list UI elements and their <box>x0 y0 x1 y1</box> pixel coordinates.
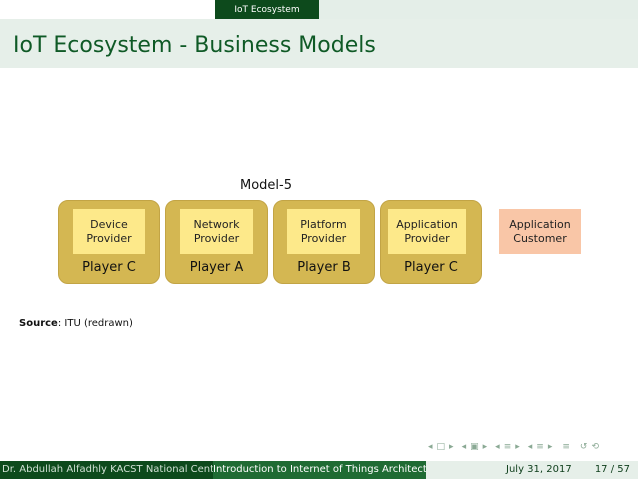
role-line1: Application <box>396 217 458 231</box>
role-line2: Provider <box>300 231 347 245</box>
role-line1: Platform <box>300 217 347 231</box>
nav-frame-prev-icon[interactable]: ◂ <box>428 442 433 452</box>
player-name: Player A <box>189 260 244 275</box>
role-line1: Network <box>193 217 240 231</box>
role-line2: Provider <box>86 231 132 245</box>
beamer-nav-controls: ◂ □ ▸ ◂ ▣ ▸ ◂ ≡ ▸ ◂ ≡ ▸ ≡ ↺ ⟲ <box>428 442 599 452</box>
footer-bar: Dr. Abdullah Alfadhly KACST National Cen… <box>0 461 638 479</box>
customer-line2: Customer <box>513 231 567 245</box>
role-box-application-provider: Application Provider <box>388 209 466 254</box>
nav-doc-icon[interactable]: ≡ <box>536 442 544 452</box>
title-bar: IoT Ecosystem - Business Models <box>0 19 638 68</box>
role-line2: Provider <box>193 231 240 245</box>
player-box-1: Device Provider Player C <box>58 200 160 284</box>
nav-frame-next-icon[interactable]: ▸ <box>449 442 454 452</box>
footer-date: July 31, 2017 <box>506 464 572 475</box>
source-label: Source <box>19 318 58 329</box>
nav-subsection-prev-icon[interactable]: ◂ <box>461 442 467 452</box>
player-box-2: Network Provider Player A <box>165 200 268 284</box>
player-name: Player B <box>297 260 351 275</box>
player-name: Player C <box>404 260 458 275</box>
application-customer-box: Application Customer <box>499 209 581 254</box>
source-text: : ITU (redrawn) <box>57 318 133 329</box>
role-box-device-provider: Device Provider <box>73 209 145 254</box>
player-box-4: Application Provider Player C <box>380 200 482 284</box>
player-name: Player C <box>82 260 136 275</box>
footer-page-number: 17 / 57 <box>594 464 630 475</box>
customer-line1: Application <box>509 217 571 231</box>
role-line1: Device <box>90 217 128 231</box>
role-box-network-provider: Network Provider <box>180 209 253 254</box>
header-left <box>0 0 215 19</box>
nav-section-icon[interactable]: ≡ <box>503 442 512 452</box>
header-section-title[interactable]: IoT Ecosystem <box>215 0 319 19</box>
nav-section-prev-icon[interactable]: ◂ <box>495 442 500 452</box>
nav-frame-icon[interactable]: □ <box>436 442 446 452</box>
header-right <box>319 0 638 19</box>
source-note: Source: ITU (redrawn) <box>19 318 133 329</box>
header-bar: IoT Ecosystem <box>0 0 638 19</box>
model-label: Model-5 <box>240 178 292 193</box>
nav-search-icon[interactable]: ↺ <box>579 442 588 452</box>
role-box-platform-provider: Platform Provider <box>287 209 360 254</box>
footer-right: July 31, 2017 17 / 57 <box>426 461 638 479</box>
nav-doc-next-icon[interactable]: ▸ <box>547 442 553 452</box>
nav-section-next-icon[interactable]: ▸ <box>515 442 520 452</box>
player-box-3: Platform Provider Player B <box>273 200 375 284</box>
nav-doc-prev-icon[interactable]: ◂ <box>527 442 533 452</box>
slide-title: IoT Ecosystem - Business Models <box>13 33 376 58</box>
nav-subsection-icon[interactable]: ▣ <box>470 442 479 452</box>
nav-subsection-next-icon[interactable]: ▸ <box>482 442 488 452</box>
role-line2: Provider <box>404 231 450 245</box>
nav-back-forward-icon[interactable]: ⟲ <box>591 442 600 452</box>
footer-course[interactable]: Introduction to Internet of Things Archi… <box>213 461 426 479</box>
footer-author[interactable]: Dr. Abdullah Alfadhly KACST National Cen… <box>0 461 213 479</box>
nav-appendix-icon[interactable]: ≡ <box>562 442 570 452</box>
